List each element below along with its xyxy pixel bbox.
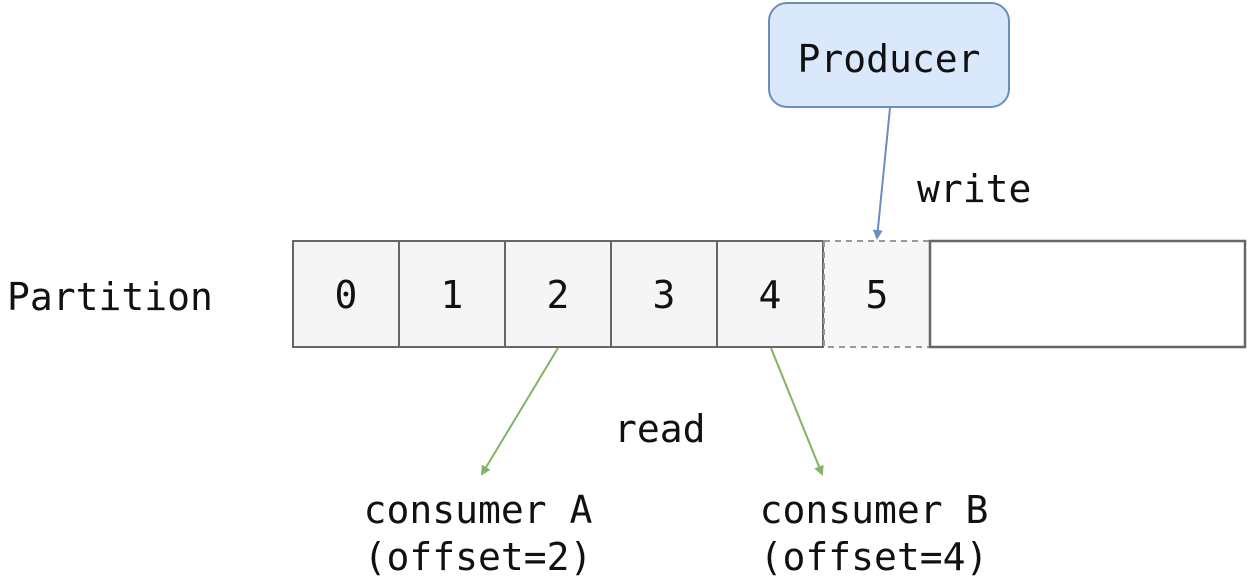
partition-cell-4-label: 4 [759, 273, 782, 317]
read-arrow-consumer-a [480, 347, 559, 476]
consumer-a-offset: (offset=2) [364, 535, 593, 579]
producer-node: Producer [768, 2, 1010, 108]
partition-cell-3-label: 3 [653, 273, 676, 317]
write-label: write [917, 167, 1031, 211]
partition-log: 0 1 2 3 4 5 [292, 239, 1247, 349]
read-arrow-consumer-b [770, 347, 824, 476]
partition-label: Partition [7, 275, 213, 319]
partition-cell-1 [398, 240, 506, 348]
read-label: read [614, 407, 706, 451]
consumer-b: consumer B (offset=4) [760, 488, 989, 579]
producer-label: Producer [797, 37, 980, 81]
producer-box [768, 2, 1010, 108]
partition-cell-0 [292, 240, 400, 348]
consumer-a: consumer A (offset=2) [364, 488, 593, 579]
partition-cell-2-label: 2 [547, 273, 570, 317]
partition-cell-2 [504, 240, 612, 348]
partition-cell-5-pending [823, 240, 931, 348]
write-arrow [872, 107, 891, 240]
partition-cell-5-label: 5 [866, 273, 889, 317]
consumer-b-offset: (offset=4) [760, 535, 989, 579]
consumer-a-name: consumer A [364, 488, 593, 532]
partition-cell-1-label: 1 [441, 273, 464, 317]
consumer-b-name: consumer B [760, 488, 989, 532]
partition-cell-4 [716, 240, 824, 348]
partition-free-space [928, 239, 1247, 349]
partition-cell-3 [610, 240, 718, 348]
partition-cell-0-label: 0 [335, 273, 358, 317]
